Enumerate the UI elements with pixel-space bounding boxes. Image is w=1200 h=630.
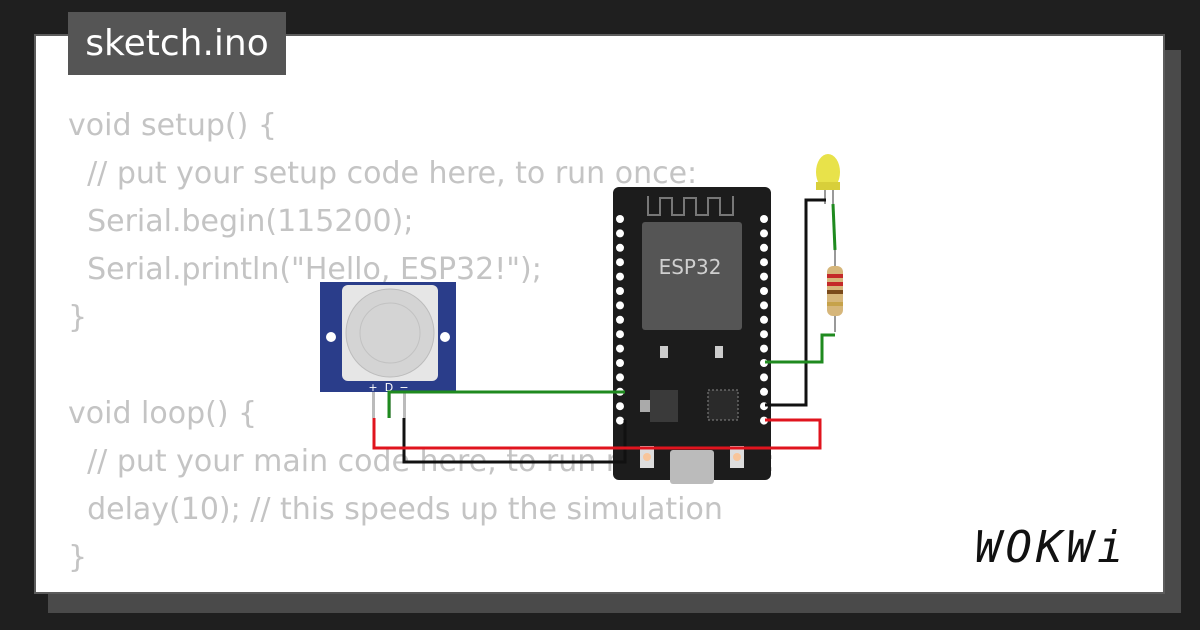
wire-black-gnd xyxy=(402,418,627,464)
header-pin[interactable] xyxy=(616,359,624,367)
pir-pin-data-label: D xyxy=(385,381,393,394)
wire-green-led xyxy=(765,333,835,364)
header-pin[interactable] xyxy=(760,243,768,252)
header-pin[interactable] xyxy=(616,258,624,267)
header-pin[interactable] xyxy=(760,229,768,238)
file-tab[interactable]: sketch.ino xyxy=(68,12,286,75)
esp32-board[interactable]: ESP32 xyxy=(613,187,771,484)
header-pin[interactable] xyxy=(616,402,624,411)
wire-green-data xyxy=(387,390,625,418)
header-pin[interactable] xyxy=(616,215,624,223)
header-pin[interactable] xyxy=(760,287,768,295)
code-line: // put your setup code here, to run once… xyxy=(68,156,698,191)
esp32-pins-right xyxy=(760,215,768,425)
header-pin[interactable] xyxy=(760,315,768,324)
pir-pin-gnd-label: − xyxy=(399,381,408,394)
header-pin[interactable] xyxy=(760,301,768,310)
esp32-label: ESP32 xyxy=(659,255,722,279)
header-pin[interactable] xyxy=(616,344,624,353)
header-pin[interactable] xyxy=(616,373,624,382)
code-editor[interactable]: void setup() { // put your setup code he… xyxy=(68,102,968,582)
wire-black-led xyxy=(765,198,826,407)
header-pin[interactable] xyxy=(616,416,624,425)
code-line: Serial.begin(115200); xyxy=(68,204,414,239)
header-pin[interactable] xyxy=(760,258,768,267)
code-line: void setup() { xyxy=(68,108,277,143)
header-pin[interactable] xyxy=(760,330,768,339)
header-pin[interactable] xyxy=(760,387,768,396)
code-line: } xyxy=(68,540,88,575)
header-pin[interactable] xyxy=(616,315,624,324)
header-pin[interactable] xyxy=(616,272,624,281)
header-pin[interactable] xyxy=(760,272,768,281)
preview-card xyxy=(34,34,1165,594)
header-pin[interactable] xyxy=(616,330,624,339)
header-pin[interactable] xyxy=(760,373,768,382)
wokwi-logo: WOKWi xyxy=(975,522,1128,573)
code-line: } xyxy=(68,300,88,335)
header-pin[interactable] xyxy=(616,287,624,295)
header-pin[interactable] xyxy=(616,229,624,238)
pir-pin-vcc-label: + xyxy=(368,381,377,394)
header-pin[interactable] xyxy=(616,243,624,252)
header-pin[interactable] xyxy=(760,344,768,353)
led-yellow[interactable] xyxy=(816,154,840,204)
code-line: Serial.println("Hello, ESP32!"); xyxy=(68,252,542,287)
wire-red-vcc xyxy=(372,418,822,450)
resistor[interactable] xyxy=(827,250,843,332)
wire-green-led-top xyxy=(831,203,837,251)
header-pin[interactable] xyxy=(616,301,624,310)
code-line: delay(10); // this speeds up the simulat… xyxy=(68,492,723,527)
pir-sensor[interactable]: + D − xyxy=(320,282,456,418)
header-pin[interactable] xyxy=(760,215,768,223)
wires xyxy=(372,198,837,464)
esp32-pins-left xyxy=(616,215,624,425)
code-line: void loop() { xyxy=(68,396,258,431)
